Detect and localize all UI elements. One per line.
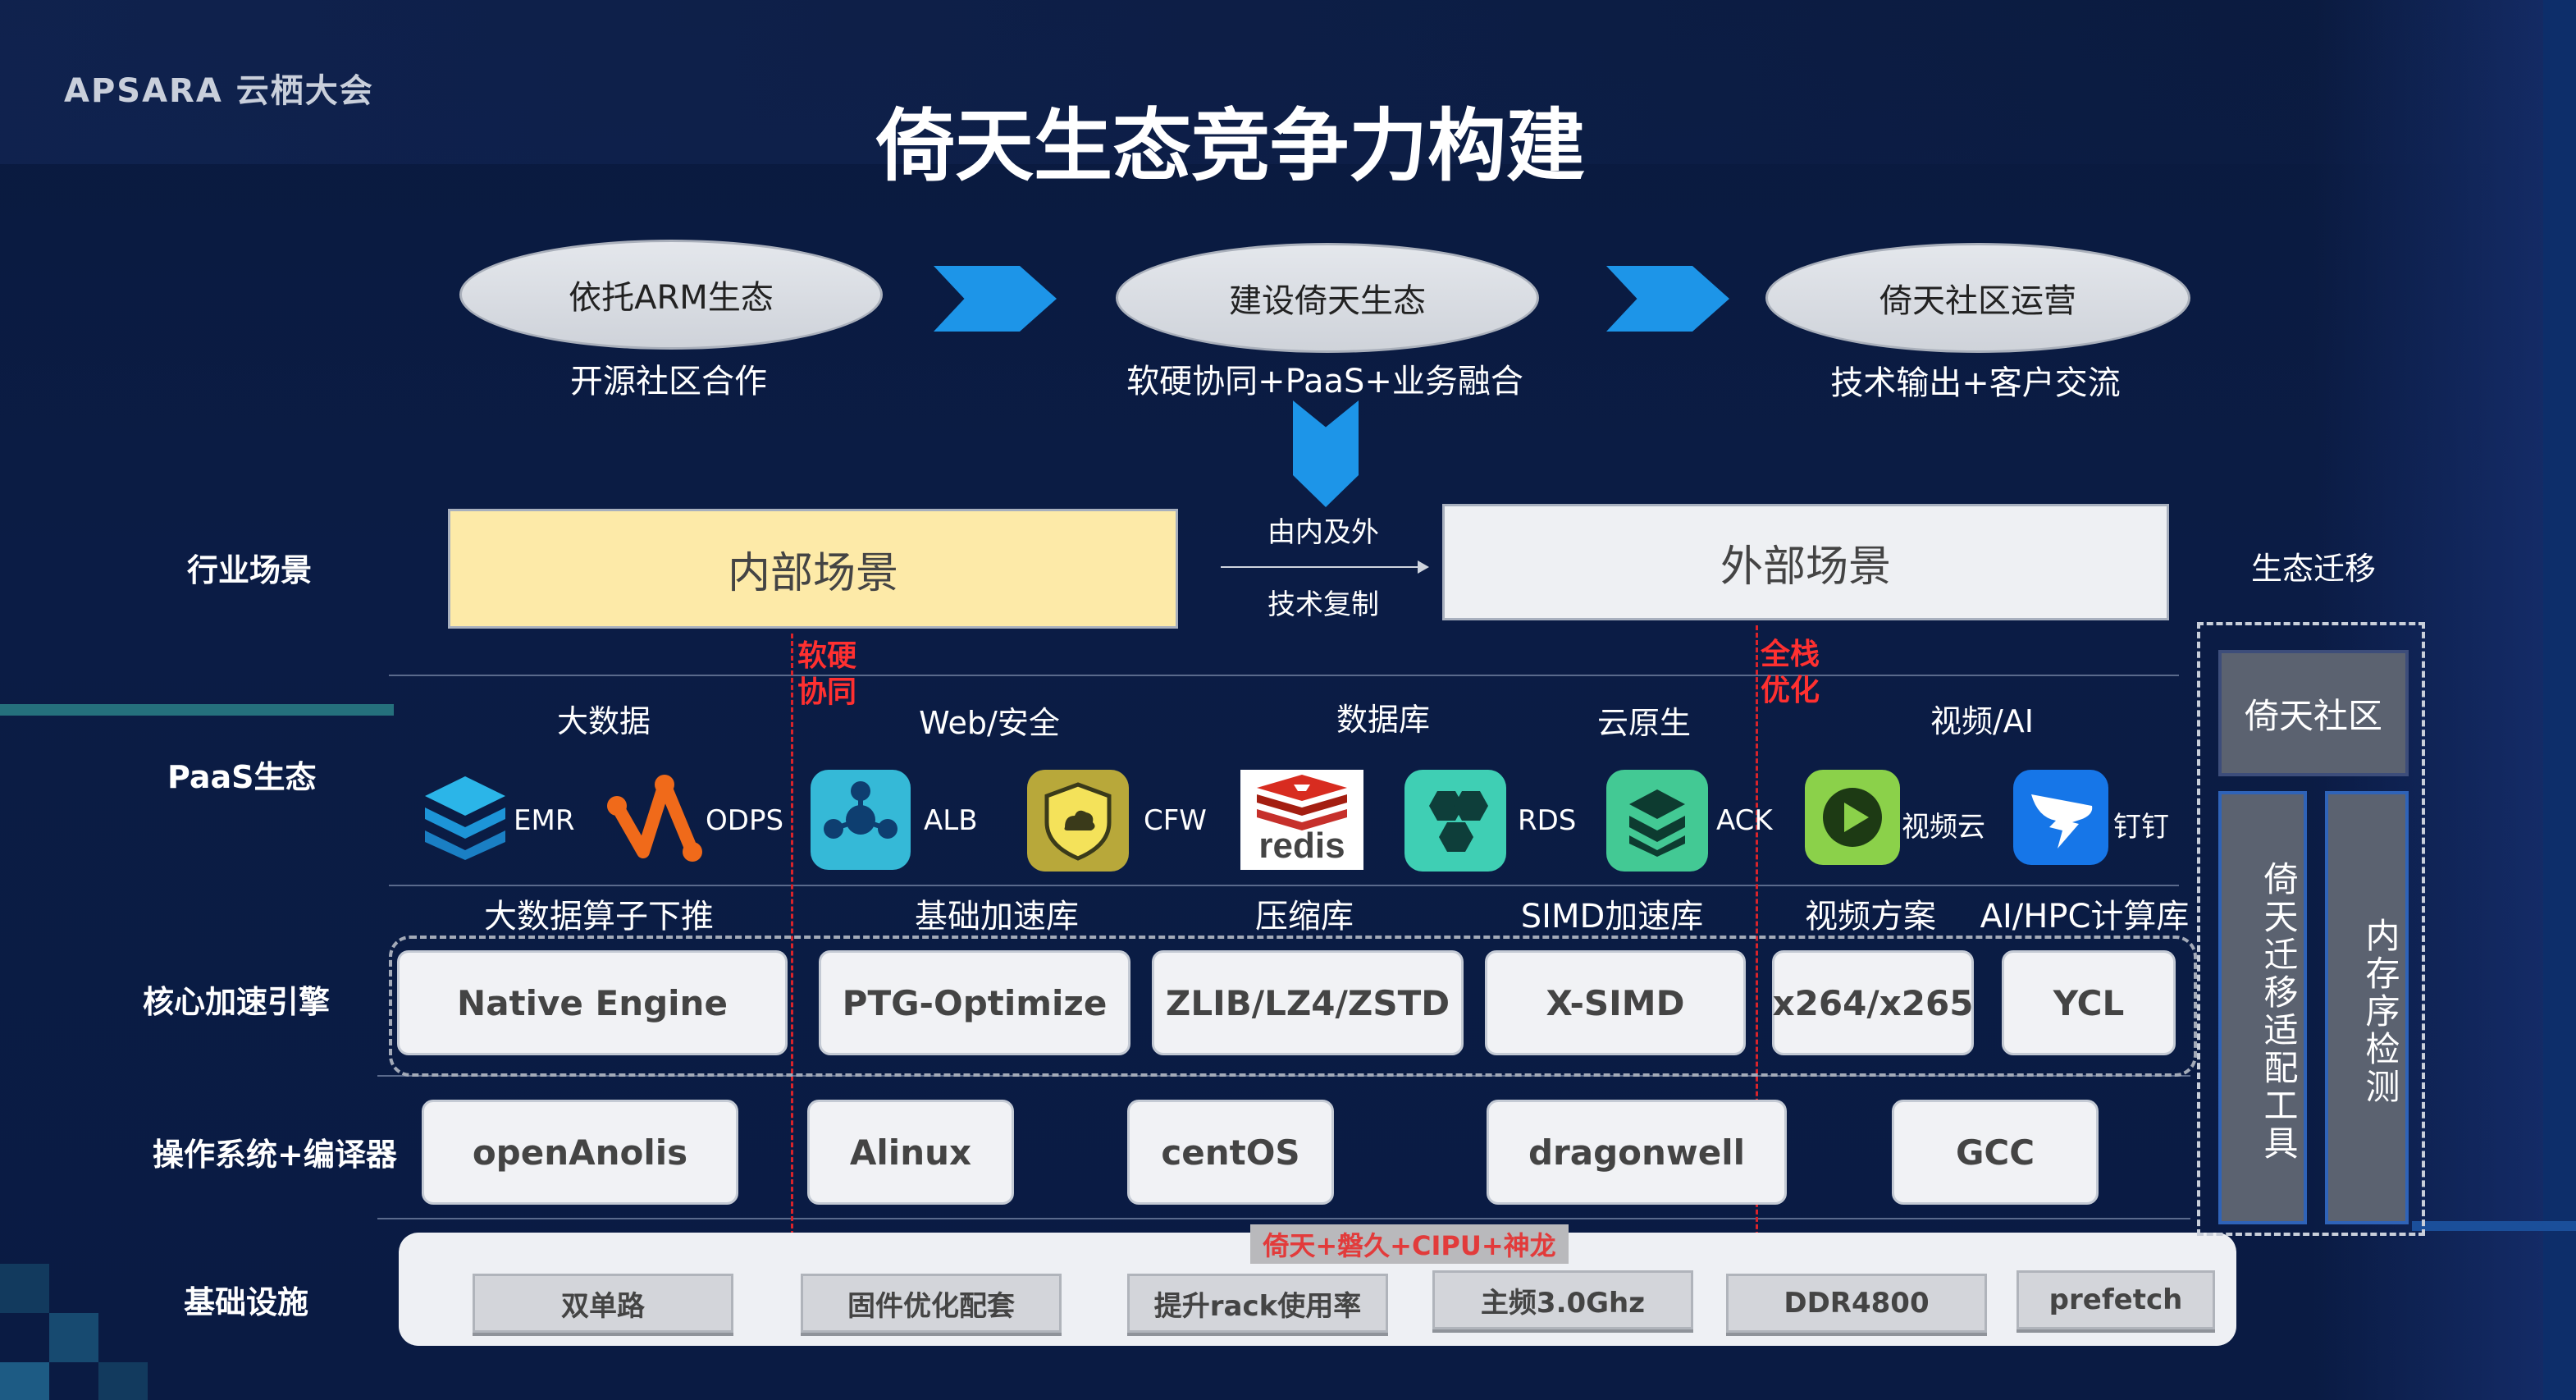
flow-stage-build: 建设倚天生态 bbox=[1116, 243, 1539, 353]
flow-stage-arm: 依托ARM生态 bbox=[459, 240, 883, 350]
cfw-icon bbox=[1027, 770, 1129, 872]
background-band bbox=[0, 0, 2576, 164]
row-label-engine: 核心加速引擎 bbox=[143, 984, 331, 1020]
infra-firmware-optimization[interactable]: 固件优化配套 bbox=[801, 1274, 1062, 1333]
cfw-label: CFW bbox=[1144, 804, 1207, 837]
dragonwell-button[interactable]: dragonwell bbox=[1487, 1100, 1787, 1205]
note-fullstack-line1: 全栈 bbox=[1761, 638, 1820, 671]
ack-icon bbox=[1606, 770, 1708, 872]
centos-button[interactable]: centOS bbox=[1127, 1100, 1334, 1205]
apsara-logo: APSARA 云栖大会 bbox=[64, 72, 374, 110]
dingtalk-label: 钉钉 bbox=[2113, 811, 2169, 844]
ecosystem-group-box bbox=[2197, 622, 2425, 1236]
background-right-bar bbox=[2543, 0, 2576, 1400]
emr-icon bbox=[420, 771, 510, 862]
native-engine-button[interactable]: Native Engine bbox=[397, 950, 788, 1055]
infra-dual-single-socket[interactable]: 双单路 bbox=[473, 1274, 733, 1333]
x264-x265-button[interactable]: x264/x265 bbox=[1772, 950, 1974, 1055]
background-teal-stripe bbox=[0, 704, 394, 716]
chevron-right-icon bbox=[934, 266, 1057, 332]
scene-connector-bottom: 技术复制 bbox=[1267, 588, 1379, 621]
video-cloud-label: 视频云 bbox=[1902, 811, 1985, 844]
subcat-compress-lib: 压缩库 bbox=[1255, 898, 1354, 936]
row-label-industry: 行业场景 bbox=[187, 552, 313, 588]
rds-icon bbox=[1404, 770, 1506, 872]
subcat-video-solution: 视频方案 bbox=[1805, 898, 1936, 936]
chevron-right-icon bbox=[1606, 266, 1729, 332]
page-title: 倚天生态竞争力构建 bbox=[876, 100, 1585, 192]
flow-stage-community-sub: 技术输出+客户交流 bbox=[1830, 364, 2121, 402]
memory-order-check-box: 内存序检测 bbox=[2325, 791, 2409, 1224]
external-scene-box: 外部场景 bbox=[1442, 504, 2169, 620]
emr-label: EMR bbox=[514, 804, 575, 837]
openanolis-button[interactable]: openAnolis bbox=[422, 1100, 738, 1205]
alb-label: ALB bbox=[924, 804, 978, 837]
ecosystem-title: 生态迁移 bbox=[2250, 550, 2376, 587]
category-web-security: Web/安全 bbox=[919, 704, 1060, 741]
zlib-lz4-zstd-button[interactable]: ZLIB/LZ4/ZSTD bbox=[1152, 950, 1464, 1055]
yitian-community-box: 倚天社区 bbox=[2218, 650, 2409, 776]
subcat-base-lib: 基础加速库 bbox=[915, 898, 1079, 936]
row-label-os: 操作系统+编译器 bbox=[153, 1137, 397, 1173]
background-blue-stripe bbox=[2412, 1221, 2576, 1231]
flow-stage-arm-sub: 开源社区合作 bbox=[570, 363, 767, 400]
arrow-down-icon bbox=[1293, 400, 1359, 507]
note-fullstack-line2: 优化 bbox=[1761, 674, 1820, 707]
odps-icon bbox=[605, 773, 704, 863]
infra-prefetch[interactable]: prefetch bbox=[2016, 1270, 2215, 1329]
divider bbox=[389, 675, 2179, 676]
subcat-simd-lib: SIMD加速库 bbox=[1520, 898, 1704, 936]
row-label-paas: PaaS生态 bbox=[167, 759, 317, 795]
arrow-right-icon bbox=[1418, 560, 1429, 574]
subcat-ai-hpc-lib: AI/HPC计算库 bbox=[1980, 898, 2190, 936]
separator-line bbox=[1756, 625, 1758, 1274]
divider bbox=[389, 885, 2179, 886]
row-label-infra: 基础设施 bbox=[184, 1284, 309, 1320]
category-database: 数据库 bbox=[1336, 701, 1430, 738]
note-hw-sw-line1: 软硬 bbox=[797, 639, 857, 673]
infra-ddr4800[interactable]: DDR4800 bbox=[1726, 1274, 1987, 1333]
alb-icon bbox=[811, 770, 911, 870]
flow-stage-build-sub: 软硬协同+PaaS+业务融合 bbox=[1126, 363, 1523, 400]
redis-text: redis bbox=[1258, 826, 1345, 866]
video-cloud-icon bbox=[1805, 770, 1900, 865]
rds-label: RDS bbox=[1518, 804, 1577, 837]
scene-connector-line bbox=[1221, 566, 1424, 568]
redis-icon: redis bbox=[1240, 770, 1363, 870]
category-cloud-native: 云原生 bbox=[1596, 704, 1691, 741]
separator-line bbox=[791, 634, 793, 1251]
category-bigdata: 大数据 bbox=[556, 702, 651, 739]
background-squares bbox=[0, 1264, 164, 1400]
internal-scene-box: 内部场景 bbox=[448, 509, 1178, 629]
scene-connector-top: 由内及外 bbox=[1267, 515, 1379, 549]
flow-stage-community: 倚天社区运营 bbox=[1765, 243, 2190, 353]
migration-tool-box: 倚天迁移适配工具 bbox=[2218, 791, 2307, 1224]
ptg-optimize-button[interactable]: PTG-Optimize bbox=[819, 950, 1130, 1055]
infra-platform-label: 倚天+磐久+CIPU+神龙 bbox=[1250, 1224, 1569, 1264]
divider bbox=[377, 1218, 2190, 1219]
x-simd-button[interactable]: X-SIMD bbox=[1485, 950, 1746, 1055]
alinux-button[interactable]: Alinux bbox=[807, 1100, 1014, 1205]
category-video-ai: 视频/AI bbox=[1930, 702, 2034, 739]
infra-frequency[interactable]: 主频3.0Ghz bbox=[1432, 1270, 1693, 1329]
dingtalk-icon bbox=[2013, 770, 2108, 865]
engine-group-box bbox=[389, 936, 2197, 1077]
ycl-button[interactable]: YCL bbox=[2002, 950, 2176, 1055]
ack-label: ACK bbox=[1716, 804, 1773, 837]
gcc-button[interactable]: GCC bbox=[1892, 1100, 2099, 1205]
odps-label: ODPS bbox=[706, 804, 784, 837]
note-hw-sw-line2: 协同 bbox=[797, 675, 857, 709]
subcat-bigdata-pushdown: 大数据算子下推 bbox=[484, 898, 714, 936]
infra-rack-utilization[interactable]: 提升rack使用率 bbox=[1127, 1274, 1388, 1333]
